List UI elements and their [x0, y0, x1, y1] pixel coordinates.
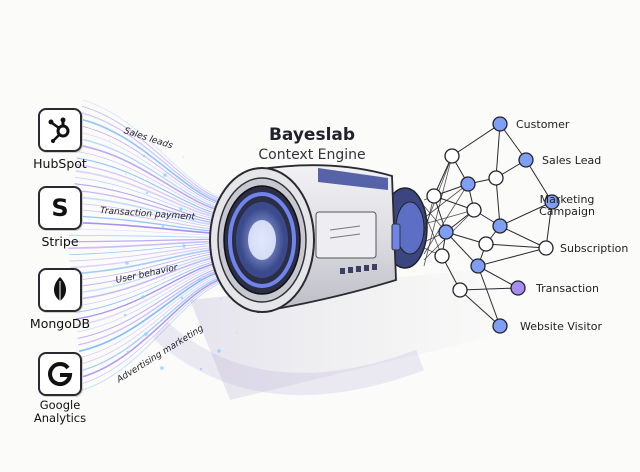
hubspot-icon [38, 108, 82, 152]
graph-node [452, 282, 468, 298]
entity-label-website-visitor: Website Visitor [520, 320, 603, 333]
graph-edge [499, 225, 547, 249]
graph-edge [423, 209, 475, 225]
stream-spark [163, 173, 167, 177]
graph-node [466, 202, 482, 218]
stream-line [82, 279, 237, 391]
engine-cylinder [209, 164, 428, 314]
graph-node [488, 170, 504, 186]
svg-text:S: S [51, 194, 68, 222]
graph-edge [423, 155, 453, 267]
graph-node [492, 318, 508, 334]
graph-node [444, 148, 460, 164]
engine-subtitle: Context Engine [258, 147, 366, 163]
stream-spark [126, 350, 130, 354]
entity-label-customer: Customer [516, 118, 570, 131]
graph-edge [423, 183, 469, 255]
stream-spark [163, 315, 165, 317]
stream-spark [180, 296, 184, 300]
graph-edge [485, 243, 547, 249]
stripe-icon: S [38, 186, 82, 230]
google-icon [38, 352, 82, 396]
mongodb-leaf-icon [38, 268, 82, 312]
source-stripe: S Stripe [12, 186, 108, 249]
graph-node [492, 218, 508, 234]
stream-spark [142, 154, 146, 158]
graph-edge [423, 183, 469, 219]
source-label: MongoDB [29, 316, 91, 331]
stream-spark [182, 244, 186, 248]
stream-spark [217, 349, 221, 353]
source-google-analytics: Google Analytics [12, 352, 108, 425]
graph-node [544, 194, 560, 210]
graph-edge [477, 247, 547, 267]
stream-spark [109, 139, 111, 141]
graph-node [438, 224, 454, 240]
entity-label-transaction: Transaction [536, 282, 599, 295]
stream-spark [220, 298, 222, 300]
stream-spark [182, 156, 184, 158]
stream-spark [179, 207, 183, 211]
stream-spark [198, 278, 202, 282]
stream-spark [201, 227, 203, 229]
entity-label-subscription: Subscription [560, 242, 629, 255]
graph-node [478, 236, 494, 252]
graph-node [492, 116, 508, 132]
graph-node [518, 152, 534, 168]
graph-edge [451, 123, 501, 157]
engine-title: Bayeslab [268, 125, 356, 145]
stream-spark [141, 295, 145, 299]
stream-spark [161, 225, 165, 229]
graph-edge [495, 123, 501, 179]
graph-node [434, 248, 450, 264]
stream-spark [123, 313, 127, 317]
graph-edge [545, 201, 553, 249]
graph-edge [495, 177, 501, 227]
entity-label-sales-lead: Sales Lead [542, 154, 602, 167]
source-label: HubSpot [33, 156, 87, 171]
graph-edge [499, 201, 553, 227]
stream-spark [144, 332, 148, 336]
graph-edge [459, 287, 519, 291]
graph-edge [525, 159, 553, 203]
entity-label-marketing-campaign: Marketing Campaign [539, 193, 595, 218]
graph-node [538, 240, 554, 256]
graph-node [470, 258, 486, 274]
stream-spark [198, 190, 200, 192]
graph-edge [477, 265, 501, 327]
source-label: Google Analytics [33, 398, 87, 425]
graph-node [460, 176, 476, 192]
source-mongodb: MongoDB [12, 268, 108, 331]
source-label: Stripe [41, 234, 79, 249]
stream-spark [160, 366, 164, 370]
graph-node [426, 188, 442, 204]
graph-edge [423, 211, 443, 257]
graph-edge [459, 289, 501, 327]
stream-spark [125, 261, 129, 265]
source-hubspot: HubSpot [12, 108, 108, 171]
graph-edge [445, 231, 479, 267]
stream-spark [236, 332, 238, 334]
entity-graph-nodes [426, 116, 560, 334]
stream-spark [125, 173, 127, 175]
stream-spark [144, 244, 146, 246]
graph-node [510, 280, 526, 296]
stream-spark [199, 367, 203, 371]
stream-spark [145, 191, 149, 195]
